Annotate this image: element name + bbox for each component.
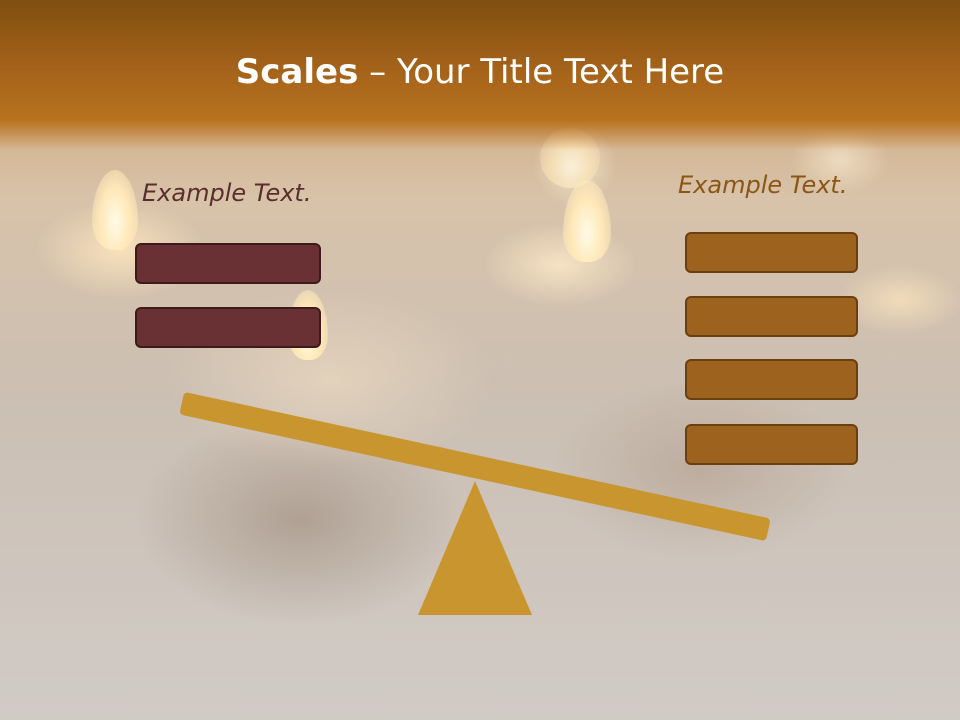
slide-title[interactable]: Scales – Your Title Text Here (0, 52, 960, 92)
right-text-box-3[interactable] (685, 359, 858, 400)
title-bar (0, 0, 960, 150)
candle-flame (92, 170, 138, 250)
right-text-box-1[interactable] (685, 232, 858, 273)
title-bold-part: Scales (235, 52, 359, 92)
right-text-box-2[interactable] (685, 296, 858, 337)
left-example-text[interactable]: Example Text. (142, 179, 312, 207)
candle-flame (563, 180, 611, 262)
title-rest-part: – Your Title Text Here (358, 52, 725, 92)
left-text-box-1[interactable] (135, 243, 321, 284)
right-text-box-4[interactable] (685, 424, 858, 465)
right-example-text[interactable]: Example Text. (678, 171, 848, 199)
left-text-box-2[interactable] (135, 307, 321, 348)
